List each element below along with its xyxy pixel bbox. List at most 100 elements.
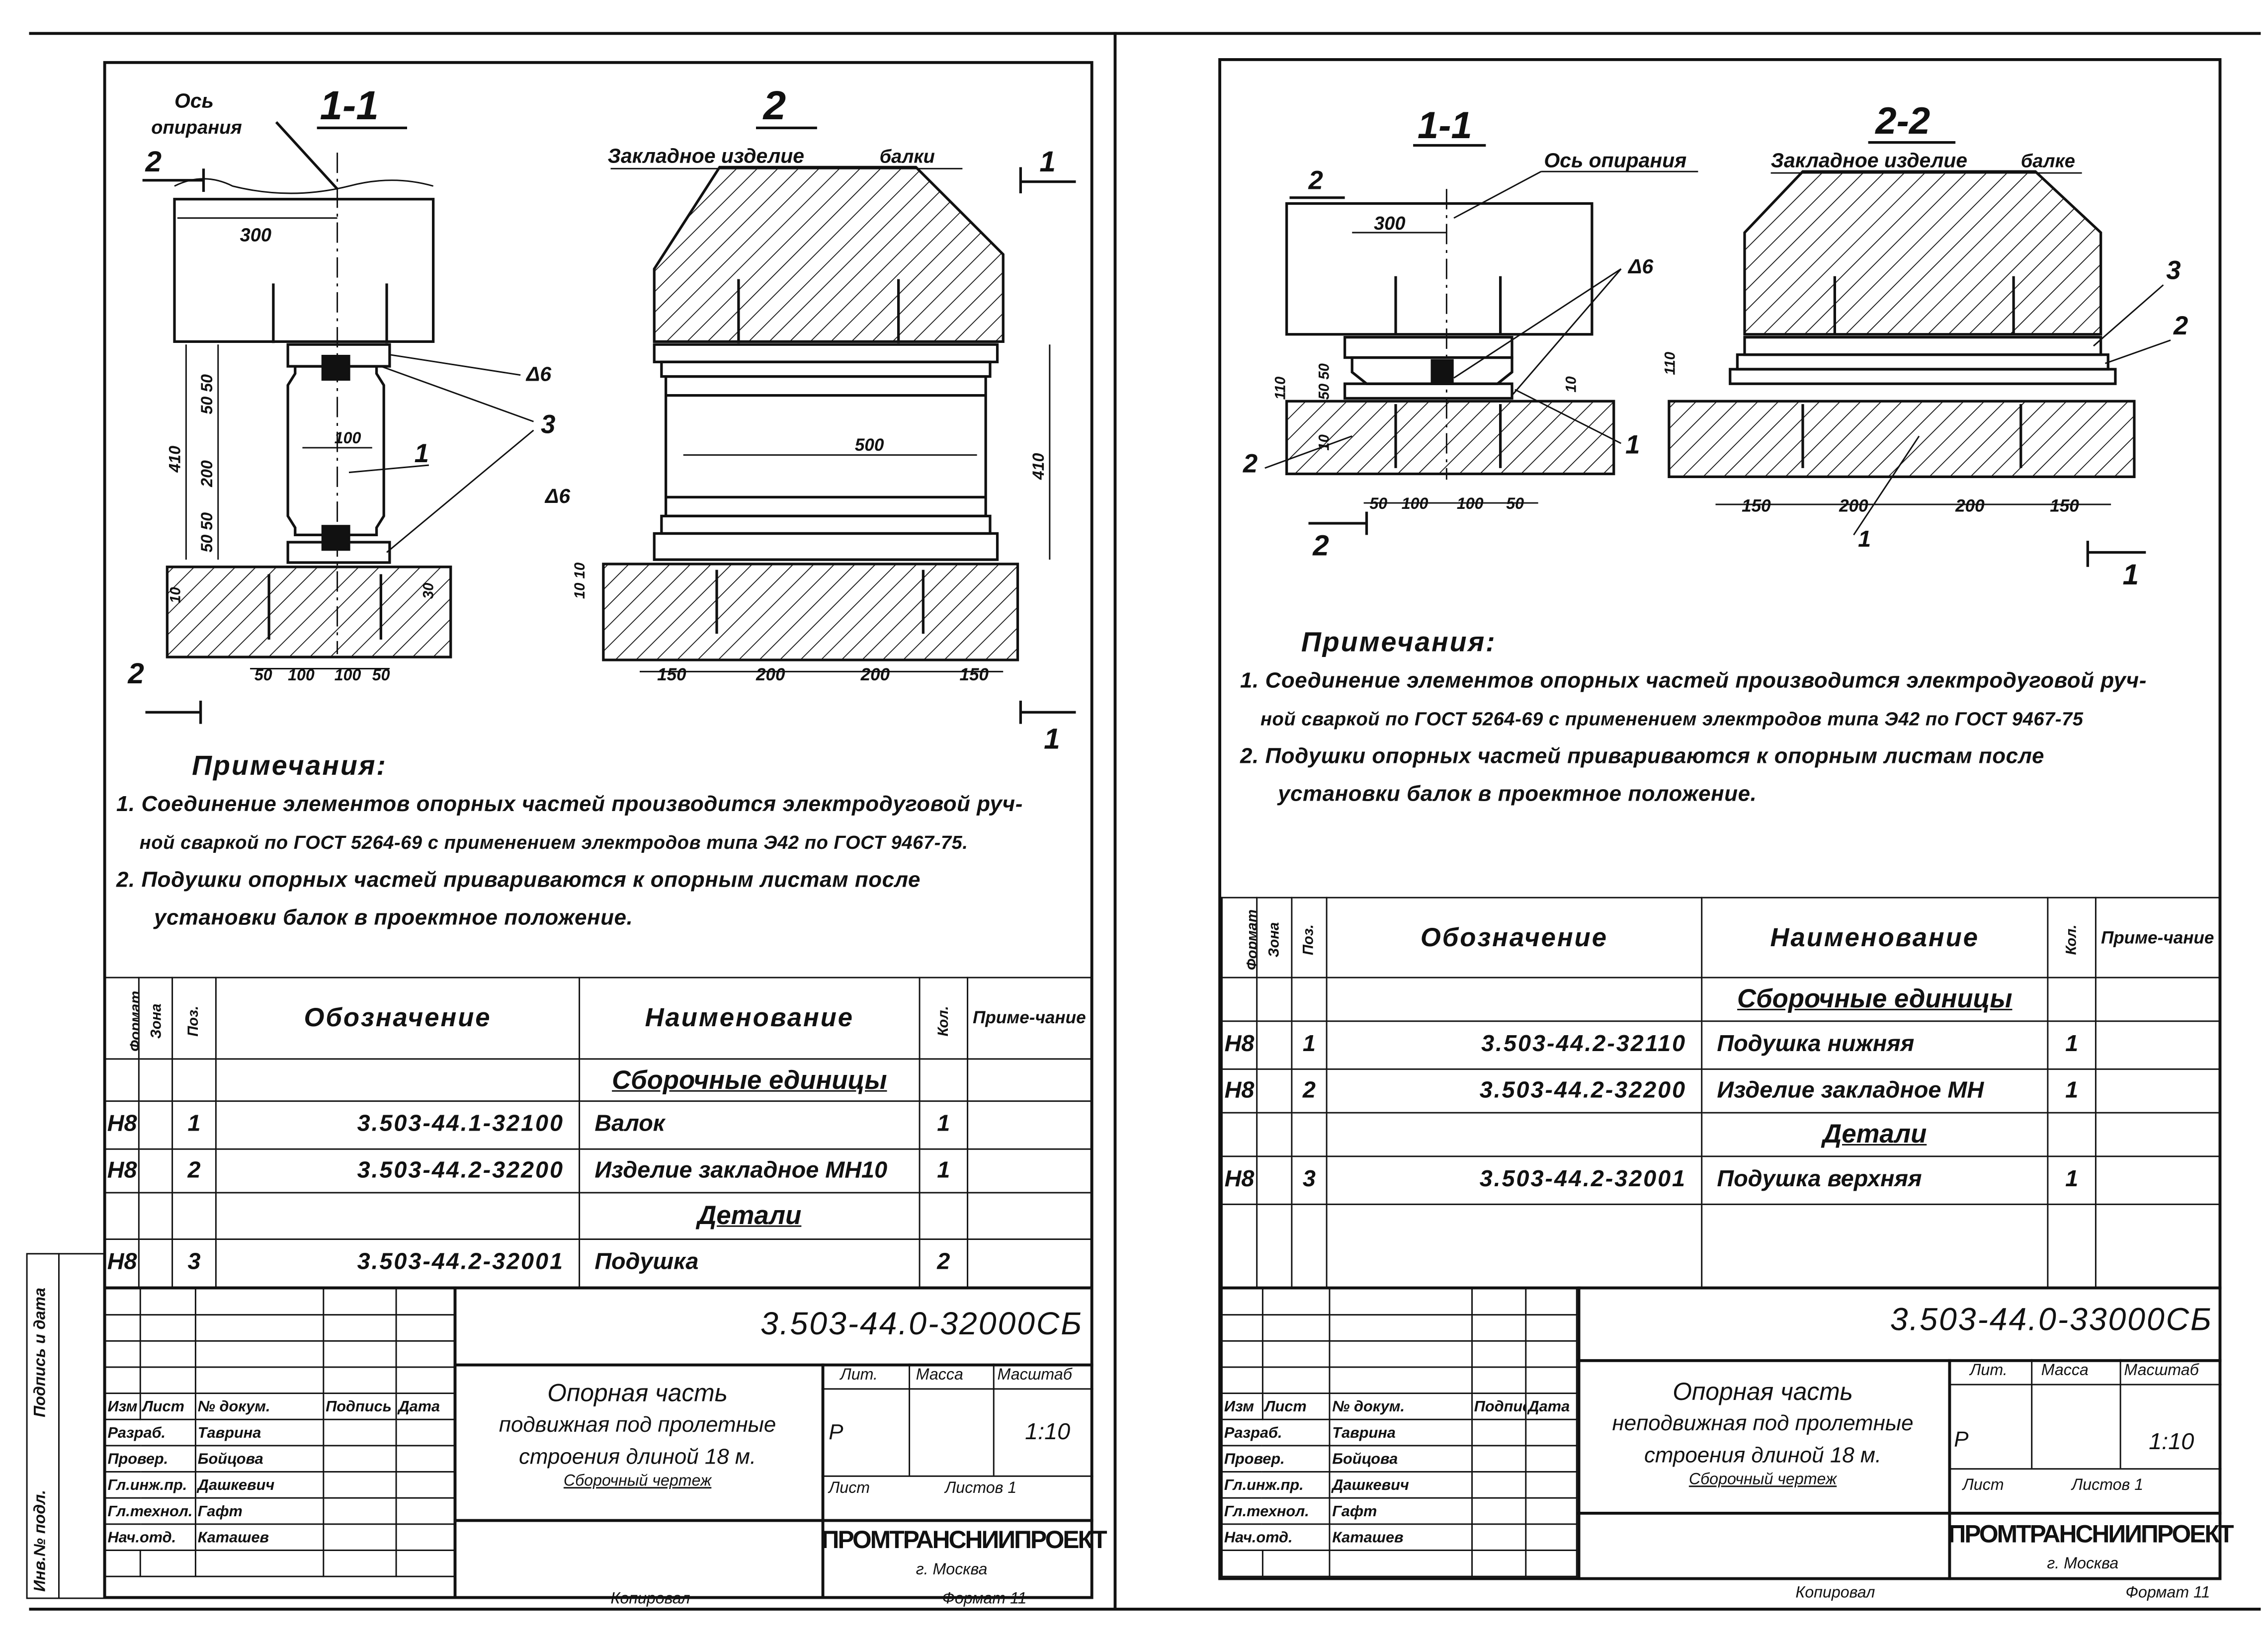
column-header: № докум. [194,1392,325,1420]
staff-row: Разраб.Таврина [1221,1418,1578,1447]
empty-cell [323,1340,397,1368]
view-title: 2 [762,83,786,128]
position-label: 1 [1625,430,1640,460]
empty-cell [1256,977,1293,1022]
name-cell: Дашкевич [1329,1471,1473,1499]
title-line: Опорная часть [1673,1378,1853,1406]
dimension: 110 [1273,377,1289,400]
divider [821,1388,1093,1390]
document-type: Сборочный чертеж [563,1473,712,1490]
empty-cell [139,1550,196,1577]
empty-cell [104,1288,141,1316]
role-cell: Гл.инж.пр. [104,1471,196,1499]
staff-row: Нач.отд.Каташев [104,1523,455,1551]
position-cell: 1 [171,1100,217,1150]
empty-cell [1329,1550,1473,1577]
empty-cell [2047,1203,2096,1288]
divider [1577,1512,2222,1515]
position-cell: 3 [171,1238,217,1288]
section-row: Сборочные единицы [1221,977,2220,1022]
date-cell [395,1418,455,1447]
format-cell: Н8 [104,1238,140,1288]
dimension: 100 [335,666,361,684]
scale-value: 1:10 [2149,1430,2194,1455]
position-label: 1 [415,439,429,468]
empty-cell [1525,1366,1578,1394]
signature-cell [1471,1418,1527,1447]
staff-row: Нач.отд.Каташев [1221,1523,1578,1551]
designation-cell: 3.503-44.2-32110 [1326,1020,1703,1070]
dimension: 150 [2050,496,2079,516]
section-row: Сборочные единицы [104,1058,1092,1102]
empty-cell [104,1550,141,1577]
position-label: 2 [2173,311,2188,340]
empty-cell [139,1314,196,1342]
right-notes: Примечания: 1. Соединение элементов опор… [1240,625,2214,814]
header-name: Наименование [1701,897,2049,979]
section-title: 1-1 [320,83,379,128]
beam-hatched [1743,170,2102,336]
name-cell: Таврина [194,1418,325,1447]
empty-cell [1291,1203,1327,1288]
empty-cell [139,1288,196,1316]
left-notes: Примечания: 1. Соединение элементов опор… [116,748,1091,937]
dimension: 410 [166,446,184,473]
dimension: 150 [960,665,989,684]
quantity-cell: 1 [2047,1068,2097,1114]
empty-cell [395,1366,455,1394]
empty-cell [104,1058,140,1102]
empty-cell [139,1340,196,1368]
lit-value: Р [829,1420,843,1445]
axis-label: опирания [151,117,242,138]
sheets-label: Листов 1 [945,1479,1017,1497]
format-cell: Н8 [104,1148,140,1194]
zone-cell [1256,1020,1293,1070]
empty-cell [194,1314,325,1342]
title-line: неподвижная под пролетные [1612,1411,1914,1436]
signature-cell [1471,1445,1527,1473]
page-top-rule [29,32,2261,35]
sheets-label: Листов 1 [2072,1476,2144,1494]
empty-cell [1291,977,1328,1022]
beam [1285,202,1594,336]
format-cell: Н8 [1221,1155,1258,1205]
lit-label: Лит. [1970,1362,2008,1380]
dimension: 200 [198,460,216,488]
title-line: Опорная часть [547,1379,728,1407]
weld-symbol: Δ6 [1627,255,1653,278]
column-header: Подпись [323,1392,397,1420]
signature-cell [323,1523,397,1551]
name-cell: Подушка [579,1238,921,1288]
divider [2119,1359,2121,1469]
empty-cell [1329,1288,1473,1316]
weld-symbol: Δ6 [544,485,570,507]
quantity-cell: 1 [2047,1155,2097,1205]
divider [1577,1286,1581,1580]
format-cell: Н8 [1221,1020,1258,1070]
empty-cell [104,1366,141,1394]
section-title: Детали [579,1192,921,1240]
empty-cell [104,1192,140,1240]
column-header: Подпись [1471,1392,1527,1420]
staff-row: Гл.инж.пр.Дашкевич [104,1471,455,1499]
zone-cell [138,1148,173,1194]
empty-cell [2047,1112,2097,1157]
right-sheet-frame [1218,58,2222,1580]
staff-row: Гл.инж.пр.Дашкевич [1221,1471,1578,1499]
note-line: 2. Подушки опорных частей привариваются … [116,868,921,893]
notes-title: Примечания: [192,751,387,782]
empty-cell [194,1340,325,1368]
name-cell: Гафт [194,1497,325,1525]
copied-label: Копировал [610,1590,690,1608]
name-cell: Каташев [194,1523,325,1551]
beam-label: балке [2021,151,2075,171]
date-cell [395,1471,455,1499]
dimension: 100 [288,666,315,684]
name-cell: Каташев [1329,1523,1473,1551]
empty-cell [1261,1314,1331,1342]
city: г. Москва [916,1561,988,1579]
header-qty-text: Кол. [935,1005,952,1036]
